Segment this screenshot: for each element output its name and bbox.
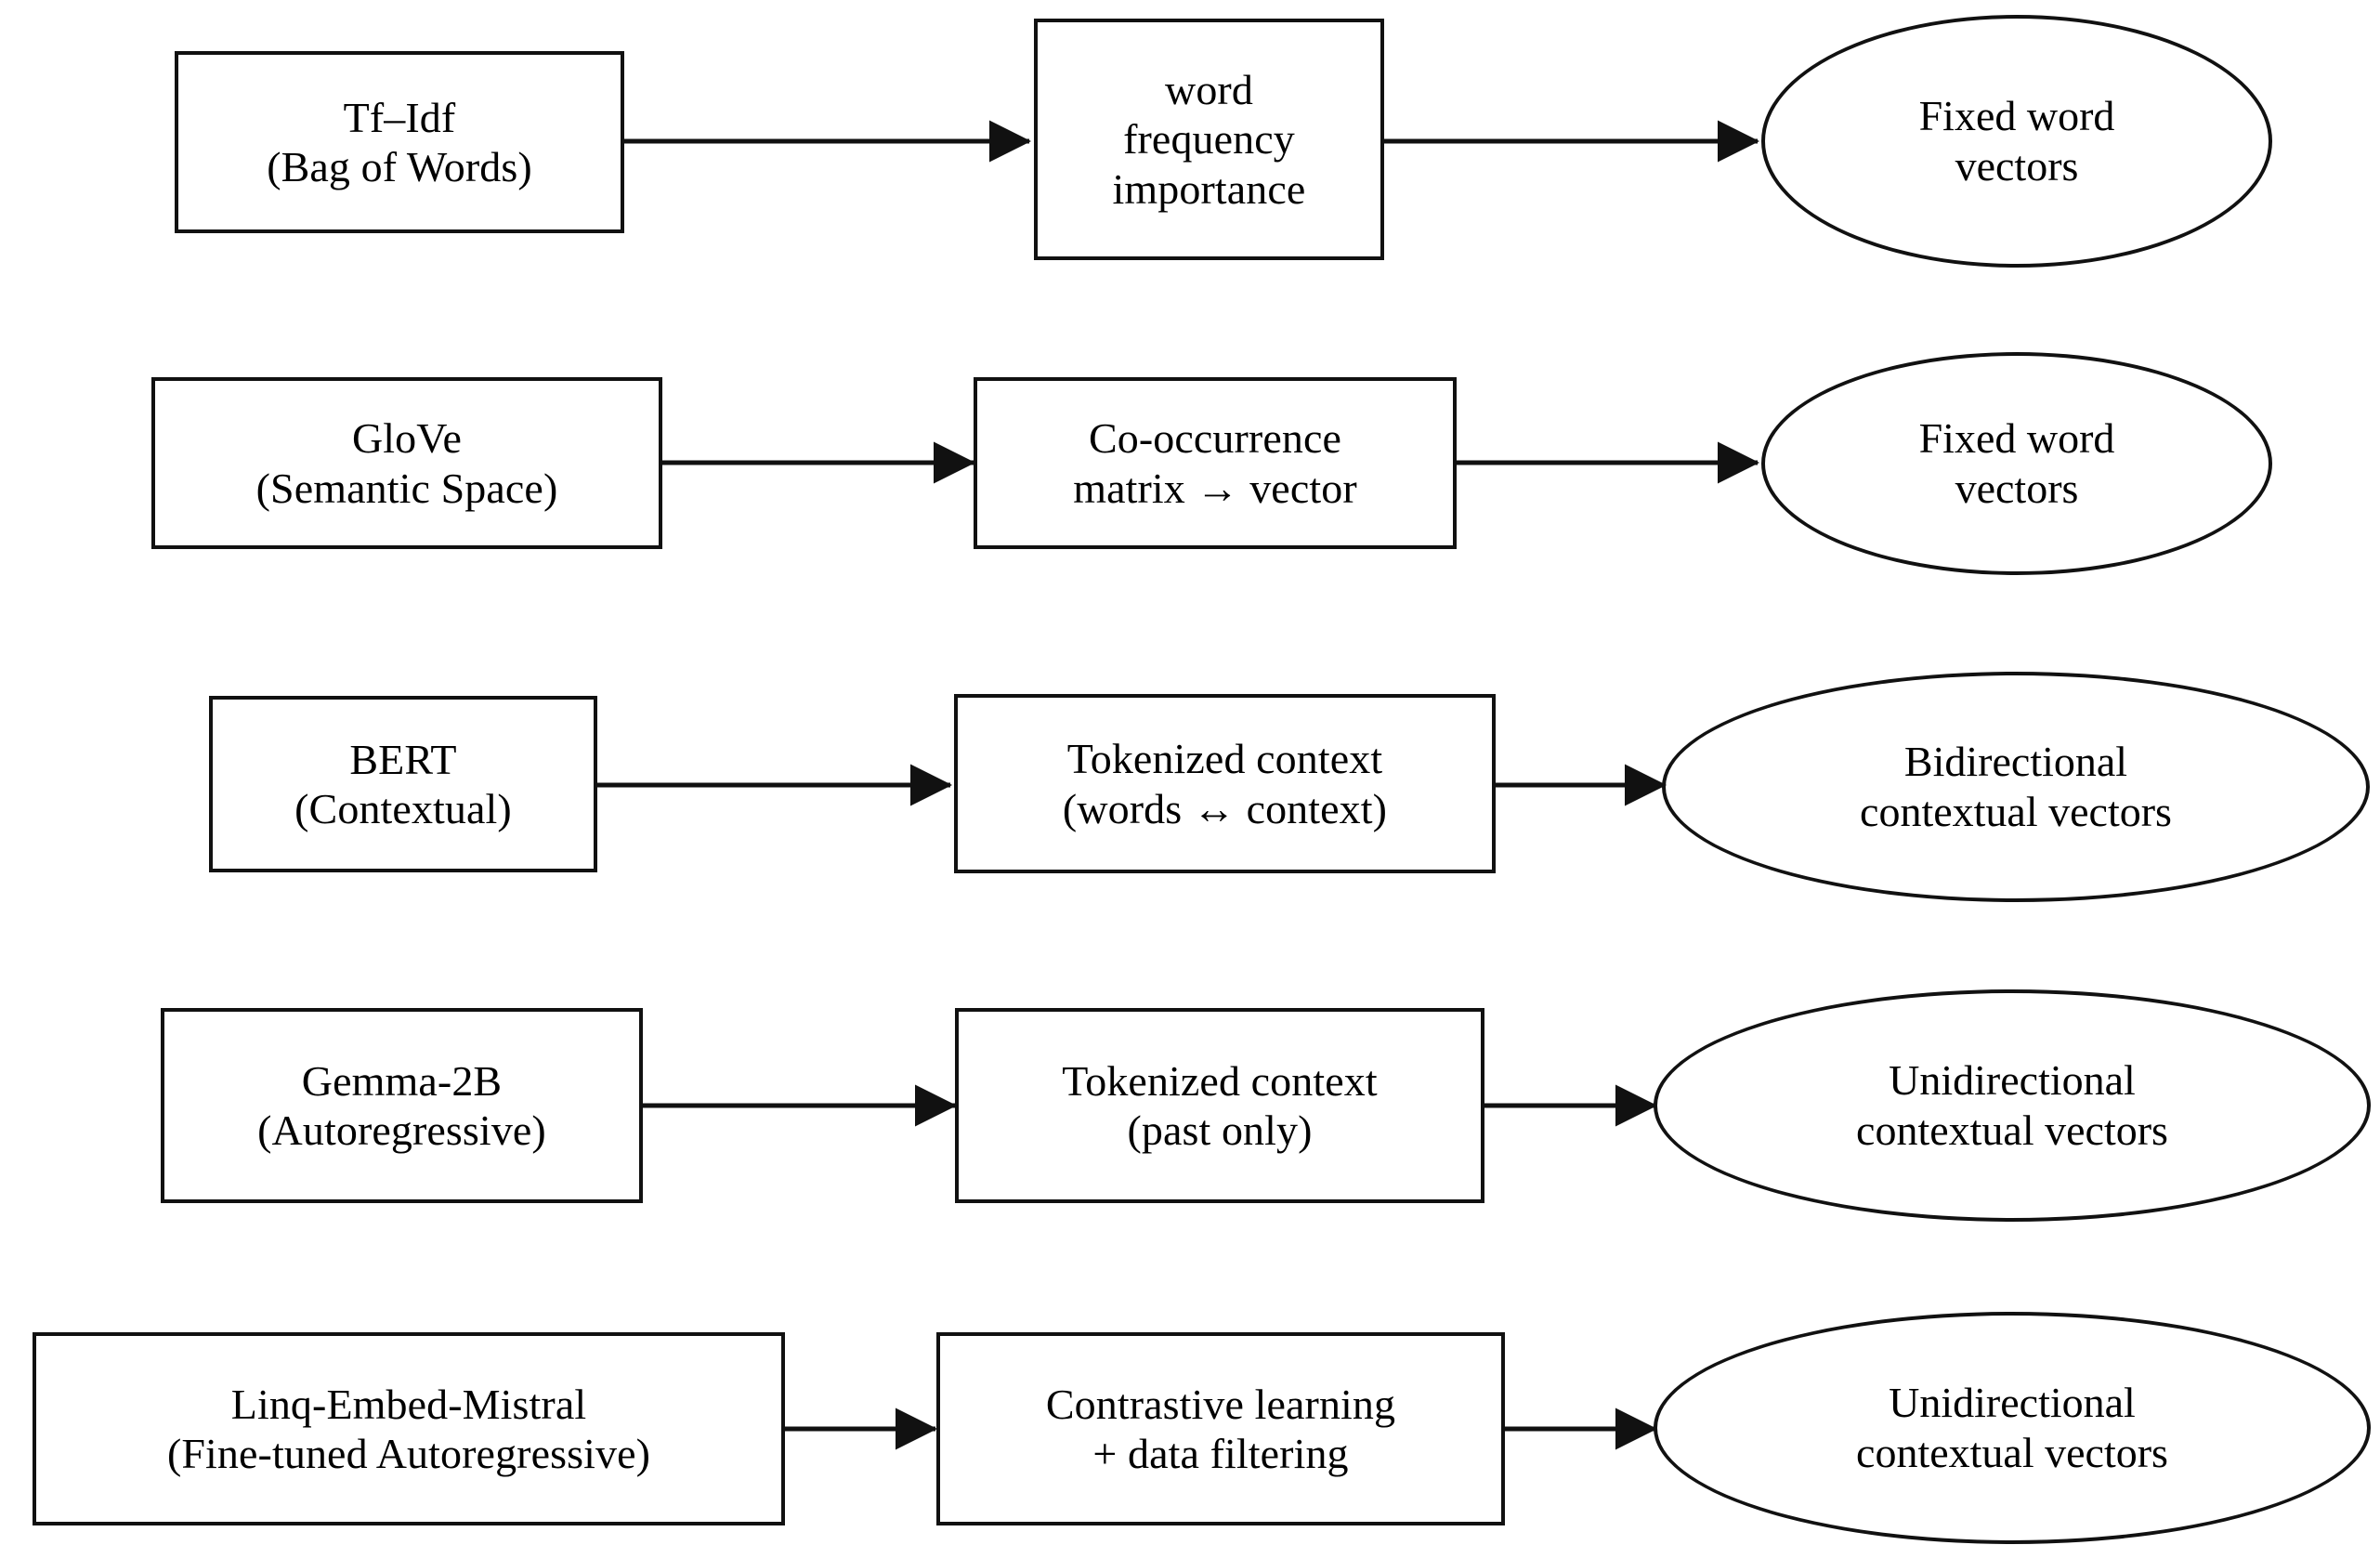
model-node-bert-line2: (Contextual) xyxy=(294,785,512,832)
process-node-word-frequency-line3: importance xyxy=(1112,164,1306,213)
process-node-tokenized-context-bidirectional-line2: (words ↔ context) xyxy=(1062,784,1388,832)
output-node-unidirectional-contextual-vectors-1[interactable]: Unidirectional contextual vectors xyxy=(1654,989,2371,1222)
model-node-gemma[interactable]: Gemma-2B (Autoregressive) xyxy=(161,1008,643,1203)
output-node-unidirectional-contextual-vectors-2[interactable]: Unidirectional contextual vectors xyxy=(1654,1312,2371,1544)
output-node-bidirectional-contextual-vectors[interactable]: Bidirectional contextual vectors xyxy=(1662,672,2370,902)
model-node-gemma-line2: (Autoregressive) xyxy=(257,1106,546,1154)
model-node-bert[interactable]: BERT (Contextual) xyxy=(209,696,597,872)
model-node-tfidf-line1: Tf–Idf xyxy=(343,93,456,141)
model-node-linq-embed-mistral[interactable]: Linq-Embed-Mistral (Fine-tuned Autoregre… xyxy=(33,1332,785,1525)
process-node-tokenized-context-past-only-line1: Tokenized context xyxy=(1062,1056,1378,1105)
output-node-fixed-word-vectors-2-line2: vectors xyxy=(1955,465,2079,512)
process-node-co-occurrence[interactable]: Co-occurrence matrix → vector xyxy=(974,377,1457,549)
process-node-tokenized-context-past-only-line2: (past only) xyxy=(1127,1106,1313,1154)
process-node-tokenized-context-past-only[interactable]: Tokenized context (past only) xyxy=(955,1008,1484,1203)
model-node-glove[interactable]: GloVe (Semantic Space) xyxy=(151,377,662,549)
output-node-unidirectional-contextual-vectors-2-line1: Unidirectional xyxy=(1889,1378,2136,1426)
output-node-bidirectional-contextual-vectors-line2: contextual vectors xyxy=(1860,788,2172,835)
process-node-co-occurrence-line1: Co-occurrence xyxy=(1088,414,1342,463)
model-node-tfidf-line2: (Bag of Words) xyxy=(267,143,532,190)
output-node-fixed-word-vectors-1-line2: vectors xyxy=(1955,142,2079,190)
output-node-unidirectional-contextual-vectors-1-line1: Unidirectional xyxy=(1889,1055,2136,1104)
process-node-tokenized-context-bidirectional-line1: Tokenized context xyxy=(1066,735,1383,783)
process-node-contrastive-learning[interactable]: Contrastive learning + data filtering xyxy=(936,1332,1505,1525)
output-node-bidirectional-contextual-vectors-line1: Bidirectional xyxy=(1903,737,2128,785)
output-node-fixed-word-vectors-2-line1: Fixed word xyxy=(1918,413,2115,462)
process-node-contrastive-learning-line1: Contrastive learning xyxy=(1045,1380,1396,1428)
output-node-fixed-word-vectors-1[interactable]: Fixed word vectors xyxy=(1761,15,2272,268)
model-node-tfidf[interactable]: Tf–Idf (Bag of Words) xyxy=(175,51,624,233)
model-node-glove-line2: (Semantic Space) xyxy=(255,464,558,512)
process-node-contrastive-learning-line2: + data filtering xyxy=(1092,1430,1349,1477)
model-node-glove-line1: GloVe xyxy=(351,414,463,463)
output-node-unidirectional-contextual-vectors-2-line2: contextual vectors xyxy=(1856,1429,2168,1476)
model-node-linq-embed-mistral-line1: Linq-Embed-Mistral xyxy=(230,1380,587,1428)
output-node-fixed-word-vectors-1-line1: Fixed word xyxy=(1918,91,2115,139)
process-node-tokenized-context-bidirectional[interactable]: Tokenized context (words ↔ context) xyxy=(954,694,1496,873)
model-node-linq-embed-mistral-line2: (Fine-tuned Autoregressive) xyxy=(166,1430,651,1477)
process-node-co-occurrence-line2: matrix → vector xyxy=(1073,464,1357,512)
output-node-unidirectional-contextual-vectors-1-line2: contextual vectors xyxy=(1856,1106,2168,1154)
output-node-fixed-word-vectors-2[interactable]: Fixed word vectors xyxy=(1761,352,2272,575)
process-node-word-frequency-line1: word xyxy=(1165,65,1253,113)
model-node-bert-line1: BERT xyxy=(349,735,457,783)
process-node-word-frequency[interactable]: word frequency importance xyxy=(1034,19,1384,260)
model-node-gemma-line1: Gemma-2B xyxy=(301,1056,503,1105)
process-node-word-frequency-line2: frequency xyxy=(1123,115,1295,164)
